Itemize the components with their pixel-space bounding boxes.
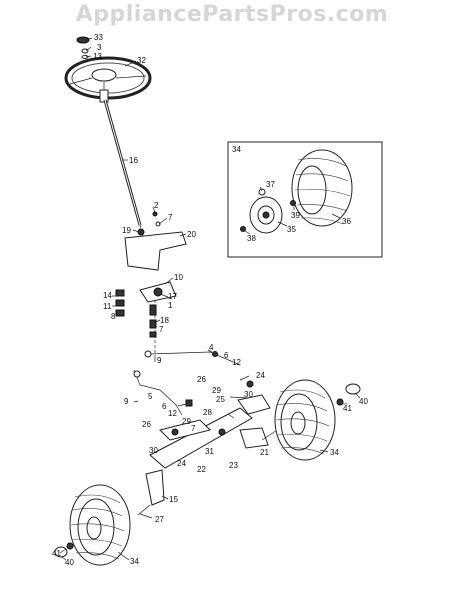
front-tire-right: [274, 379, 336, 461]
callout-33: 33: [94, 33, 103, 42]
callout-19: 19: [122, 226, 131, 235]
callout-23: 23: [229, 461, 238, 470]
callout-7-lower: 7: [191, 424, 196, 433]
callout-40-left: 40: [65, 558, 74, 567]
callout-37: 37: [266, 180, 275, 189]
callout-26-lower: 26: [142, 420, 151, 429]
drag-link: [133, 350, 241, 416]
callout-22: 22: [197, 465, 206, 474]
callout-12-upper: 12: [232, 358, 241, 367]
steering-wheel: [64, 56, 152, 103]
steering-bracket: [124, 211, 187, 271]
callout-12-lower: 12: [168, 409, 177, 418]
callout-11: 11: [103, 302, 112, 311]
callout-28: 28: [203, 408, 212, 417]
callout-5: 5: [148, 392, 153, 401]
callout-6-lower: 6: [162, 402, 167, 411]
callout-4: 4: [209, 343, 214, 352]
callout-34-right-tire: 34: [330, 448, 339, 457]
callout-8: 8: [111, 312, 116, 321]
callout-7-upper: 7: [168, 213, 173, 222]
callout-32: 32: [137, 56, 146, 65]
callout-1: 1: [168, 301, 173, 310]
wheel-cap: [76, 36, 90, 59]
front-tire-left: [69, 484, 131, 566]
callout-24-upper: 24: [256, 371, 265, 380]
spindle-left: [137, 469, 165, 516]
leader-lines: [59, 37, 361, 561]
callout-34-inset: 34: [232, 145, 241, 154]
callout-13: 13: [93, 52, 102, 61]
callout-16: 16: [129, 156, 138, 165]
callout-2: 2: [154, 201, 159, 210]
watermark: AppliancePartsPros.com: [75, 2, 389, 27]
callout-15: 15: [169, 495, 178, 504]
callout-35: 35: [287, 225, 296, 234]
callout-41-left: 41: [52, 549, 61, 558]
callout-25: 25: [216, 395, 225, 404]
callout-21: 21: [260, 448, 269, 457]
callout-40-right: 40: [359, 397, 368, 406]
callout-30-left: 30: [149, 446, 158, 455]
callout-38: 38: [247, 234, 256, 243]
front-axle: [149, 380, 271, 469]
steering-gear: [115, 281, 177, 360]
callout-18: 18: [160, 316, 169, 325]
callout-7-mid: 7: [159, 325, 164, 334]
callout-10: 10: [174, 273, 183, 282]
callout-17: 17: [168, 292, 177, 301]
callout-14: 14: [103, 291, 112, 300]
callout-30-right: 30: [244, 390, 253, 399]
hub-cap-right: [336, 383, 361, 406]
callout-9-lower: 9: [124, 397, 129, 406]
wheel-inset: [227, 141, 383, 258]
callout-27: 27: [155, 515, 164, 524]
callout-9-mid: 9: [157, 356, 162, 365]
callout-41-right: 41: [343, 404, 352, 413]
callout-24-lower: 24: [177, 459, 186, 468]
callout-26-upper: 26: [197, 375, 206, 384]
callout-29-lower: 29: [182, 417, 191, 426]
callout-29-upper: 29: [212, 386, 221, 395]
callout-3: 3: [97, 43, 102, 52]
callout-36: 36: [342, 217, 351, 226]
callout-31: 31: [205, 447, 214, 456]
callout-20: 20: [187, 230, 196, 239]
callout-39: 39: [291, 211, 300, 220]
callout-34-left-tire: 34: [130, 557, 139, 566]
callout-6-upper: 6: [224, 351, 229, 360]
